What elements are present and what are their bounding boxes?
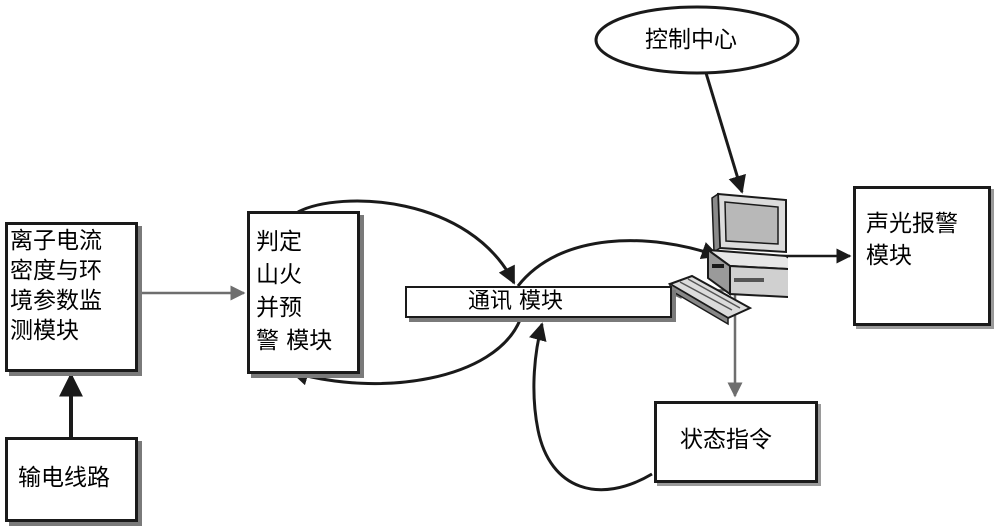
desktop-computer-icon	[668, 192, 788, 326]
control-center-label: 控制中心	[645, 27, 737, 53]
alarm-module-box	[853, 186, 991, 326]
comm-module-box	[405, 286, 672, 318]
arrow-comm-to-judge	[290, 319, 522, 386]
arrow-status-to-comm	[529, 322, 653, 492]
status-command-box	[654, 401, 818, 483]
arrow-center-to-computer	[704, 72, 746, 194]
arrow-judge-to-comm	[297, 199, 516, 285]
transmission-line-box	[5, 437, 138, 522]
alarm-module-label: 声光报警 模块	[866, 211, 958, 269]
comm-module-label: 通讯 模块	[468, 289, 563, 314]
arrow-comm-to-computer	[516, 239, 720, 287]
judge-module-label: 判定 山火 并预 警 模块	[256, 229, 333, 354]
sensor-module-box	[5, 222, 138, 372]
control-center-ellipse	[594, 5, 800, 75]
status-command-label: 状态指令	[680, 427, 772, 453]
judge-module-box	[247, 211, 360, 374]
transmission-line-label: 输电线路	[18, 465, 110, 491]
sensor-module-label: 离子电流 密度与环 境参数监 测模块	[10, 228, 102, 344]
